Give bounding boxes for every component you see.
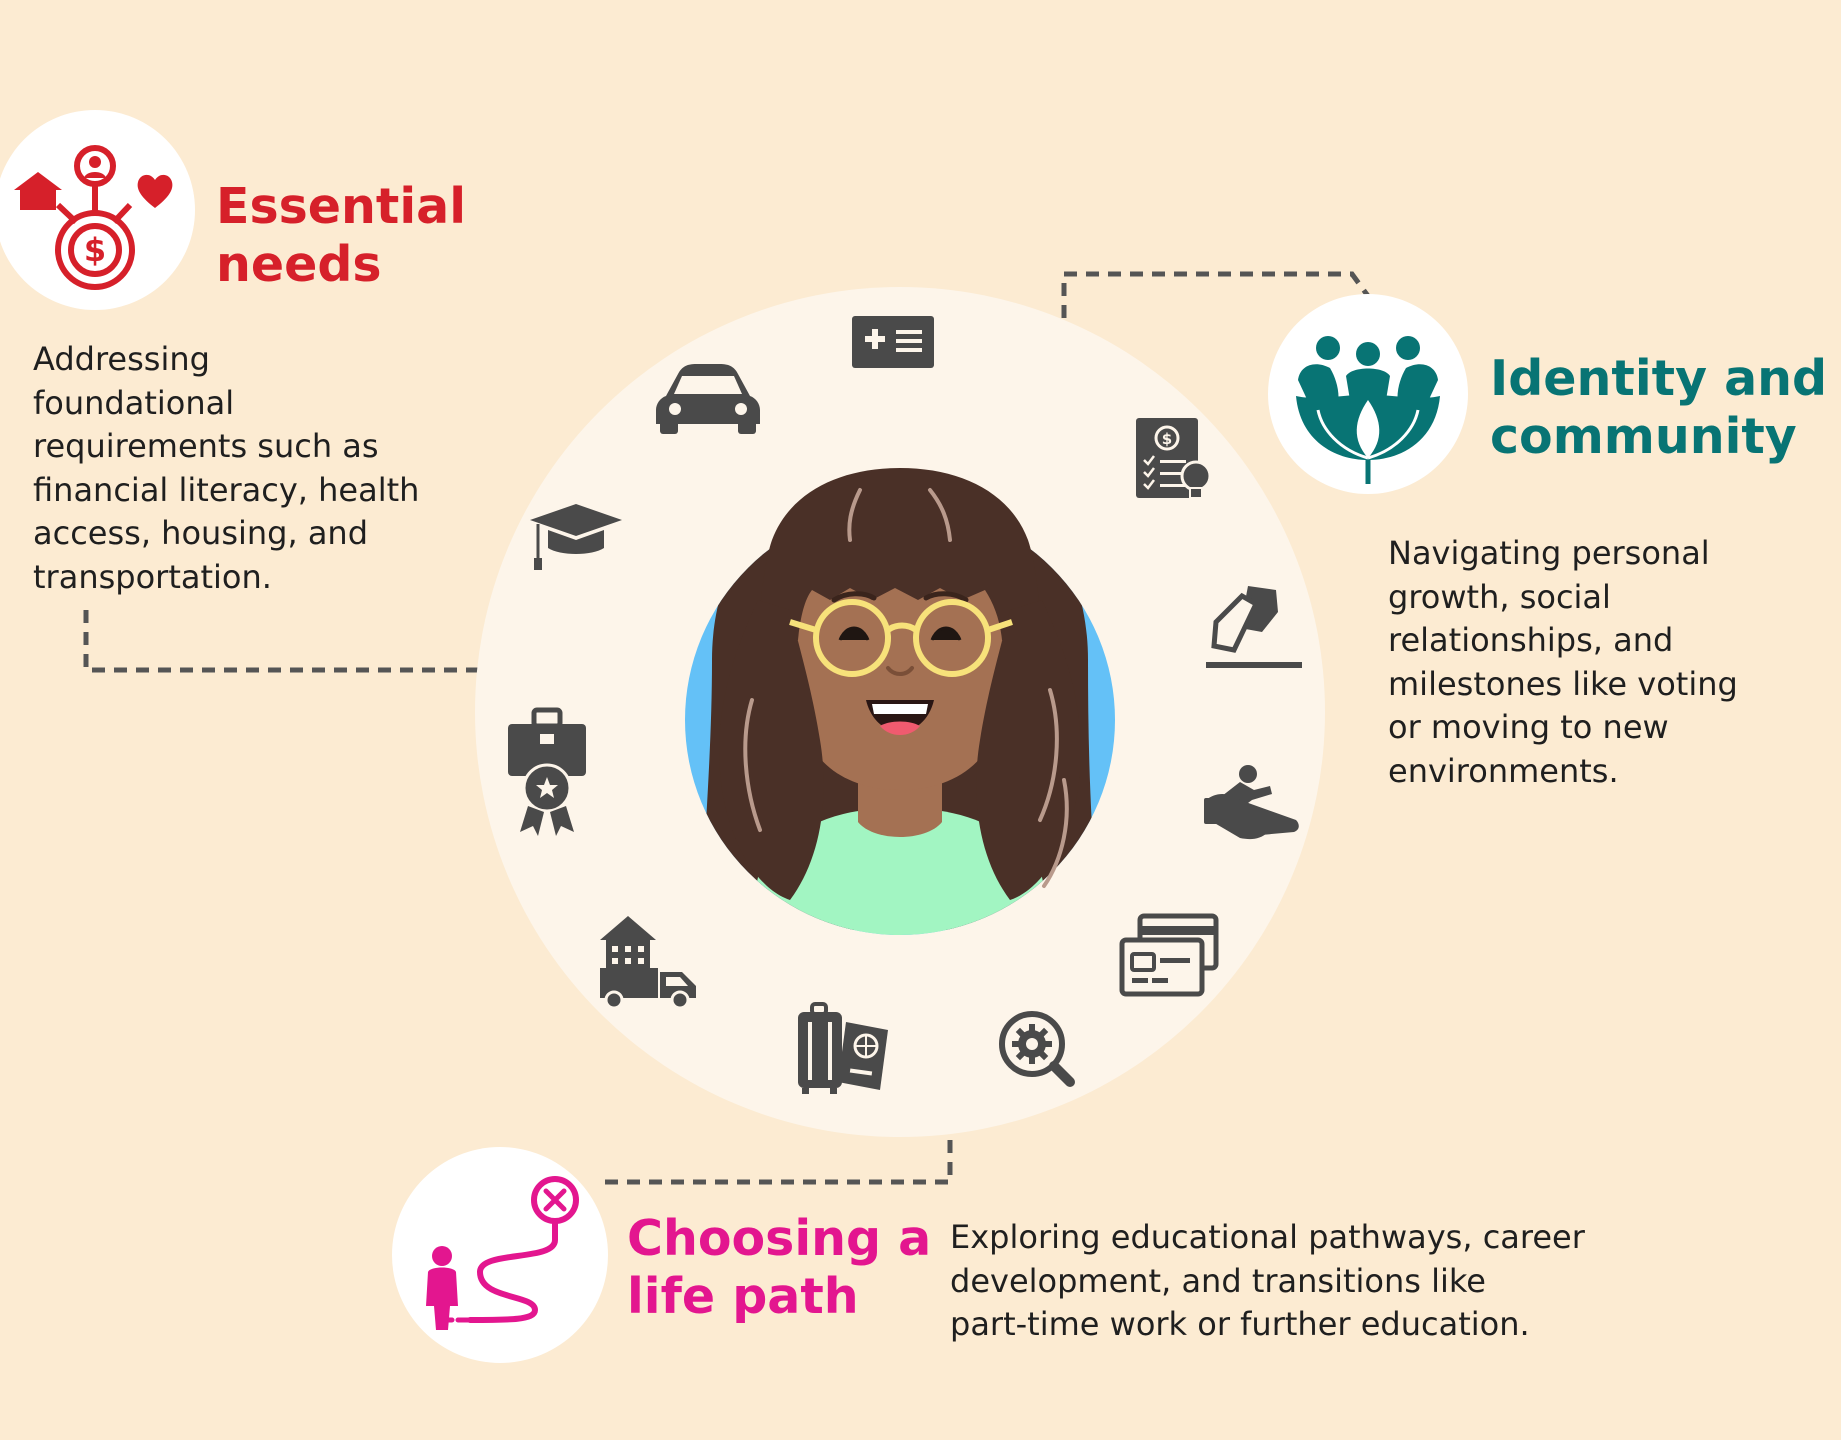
desc-line: access, housing, and bbox=[33, 514, 369, 552]
title-line: Choosing a bbox=[627, 1210, 932, 1267]
person-avatar bbox=[685, 468, 1115, 935]
credit-card-icon bbox=[1119, 913, 1219, 997]
finance-checklist-icon: $ bbox=[1136, 418, 1212, 499]
desc-line: relationships, and bbox=[1388, 621, 1674, 659]
desc-line: or moving to new bbox=[1388, 708, 1669, 746]
desc-line: milestones like voting bbox=[1388, 664, 1738, 703]
voting-icon bbox=[1206, 586, 1302, 668]
id-card-icon bbox=[852, 316, 934, 368]
life-path-title: Choosing a life path bbox=[627, 1210, 931, 1326]
identity-community-description: Navigating personal growth, social relat… bbox=[1388, 532, 1738, 793]
luggage-passport-icon bbox=[798, 1002, 888, 1094]
svg-text:$: $ bbox=[84, 231, 106, 269]
safety-hand-icon bbox=[1204, 765, 1299, 840]
desc-line: part-time work or further education. bbox=[950, 1305, 1530, 1343]
title-line: community bbox=[1490, 408, 1797, 465]
graduation-cap-icon bbox=[530, 504, 622, 570]
life-path-description: Exploring educational pathways, career d… bbox=[950, 1216, 1585, 1347]
essential-needs-title: Essential needs bbox=[216, 178, 466, 294]
desc-line: financial literacy, health bbox=[33, 470, 420, 509]
moving-truck-icon bbox=[600, 916, 696, 1010]
desc-line: Addressing bbox=[33, 340, 210, 378]
svg-text:$: $ bbox=[1162, 430, 1172, 448]
essential-needs-icon: $ bbox=[0, 110, 195, 310]
desc-line: foundational bbox=[33, 383, 235, 422]
briefcase-badge-icon bbox=[508, 707, 586, 836]
desc-line: Exploring educational pathways, career bbox=[950, 1218, 1585, 1256]
title-line: needs bbox=[216, 236, 382, 293]
car-icon bbox=[656, 364, 760, 434]
desc-line: requirements such as bbox=[33, 427, 379, 465]
identity-community-title: Identity and community bbox=[1490, 350, 1827, 466]
connector-lifepath bbox=[603, 1052, 953, 1185]
search-gear-icon bbox=[999, 1011, 1075, 1087]
title-line: life path bbox=[627, 1268, 859, 1325]
desc-line: transportation. bbox=[33, 557, 272, 596]
desc-line: Navigating personal bbox=[1388, 534, 1710, 572]
life-path-icon bbox=[392, 1147, 608, 1363]
desc-line: growth, social bbox=[1388, 577, 1611, 616]
desc-line: environments. bbox=[1388, 751, 1619, 790]
desc-line: development, and transitions like bbox=[950, 1261, 1486, 1300]
title-line: Identity and bbox=[1490, 350, 1828, 407]
essential-needs-description: Addressing foundational requirements suc… bbox=[33, 338, 419, 599]
community-icon bbox=[1268, 294, 1468, 494]
title-line: Essential bbox=[216, 178, 467, 235]
